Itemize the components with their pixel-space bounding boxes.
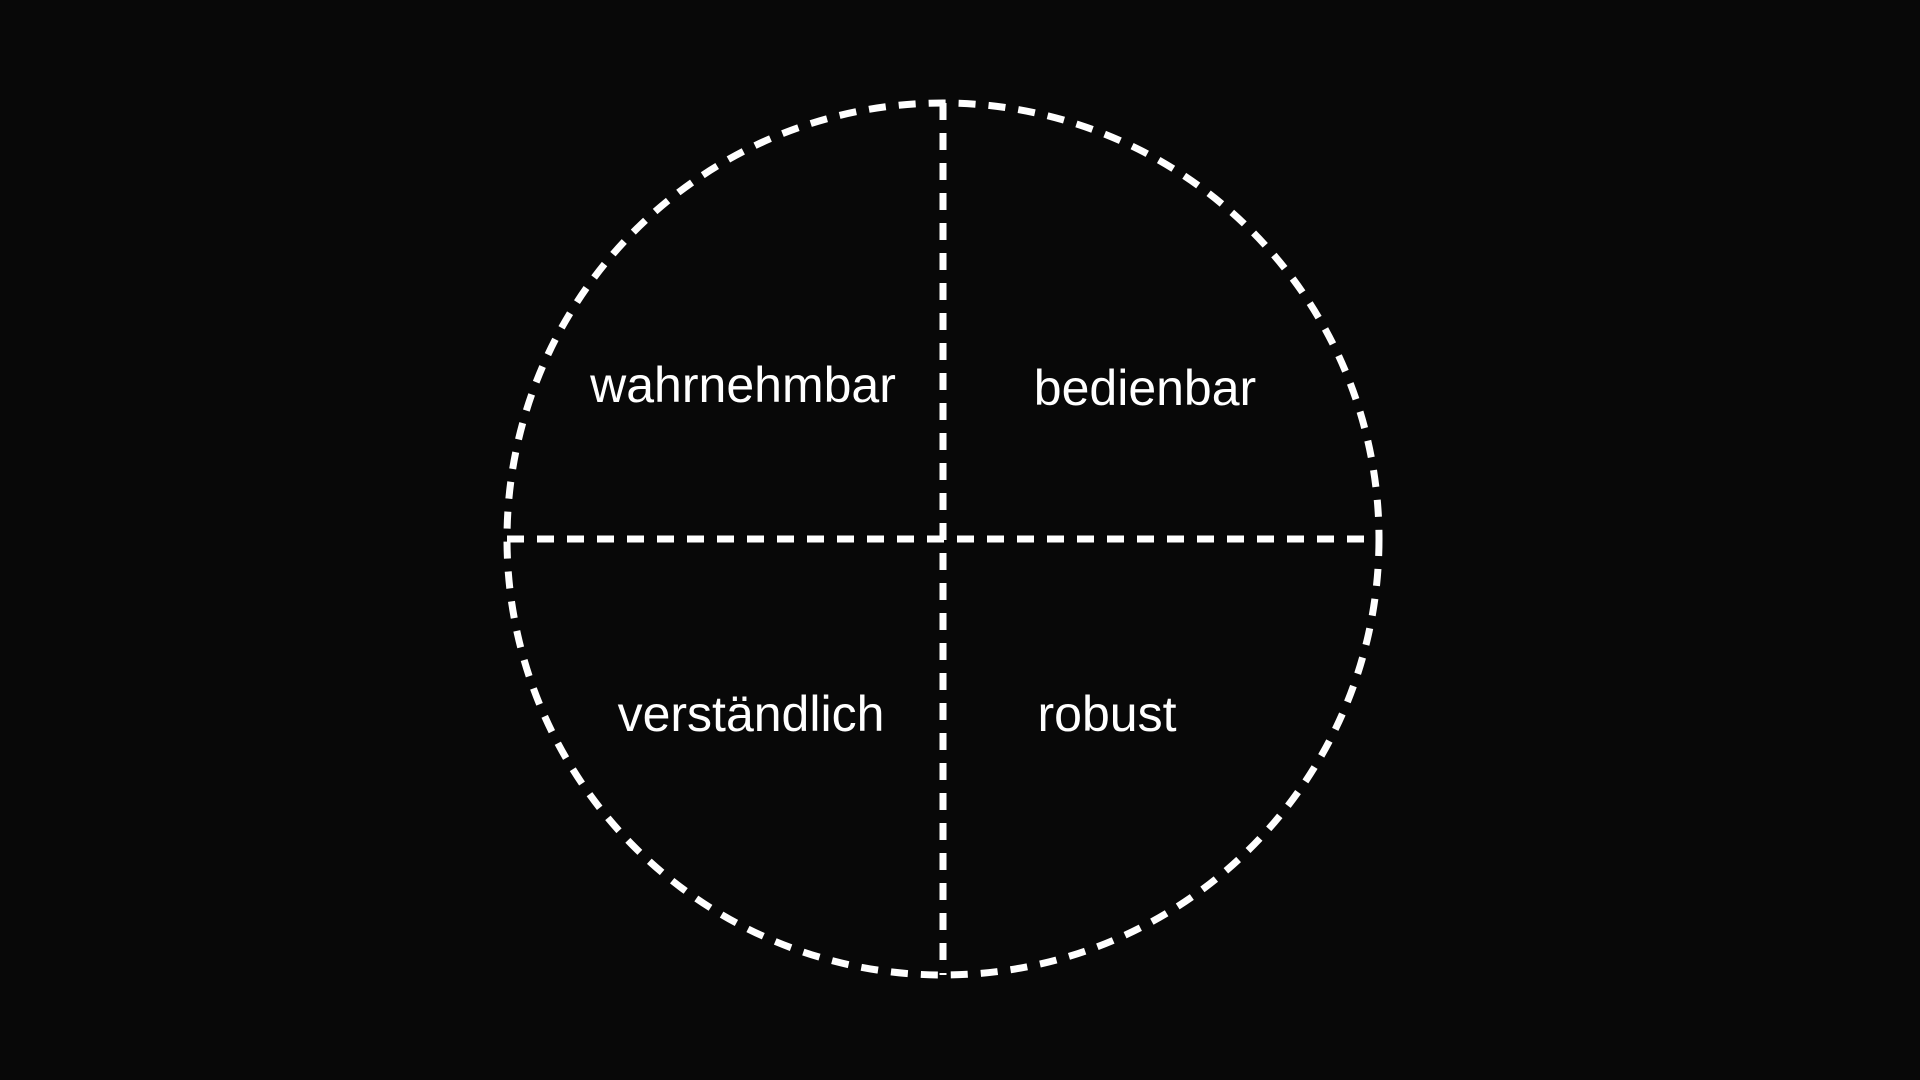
label-robust: robust xyxy=(1038,686,1177,742)
label-bedienbar: bedienbar xyxy=(1034,360,1256,416)
label-verstaendlich: verständlich xyxy=(618,686,885,742)
label-wahrnehmbar: wahrnehmbar xyxy=(589,357,896,413)
